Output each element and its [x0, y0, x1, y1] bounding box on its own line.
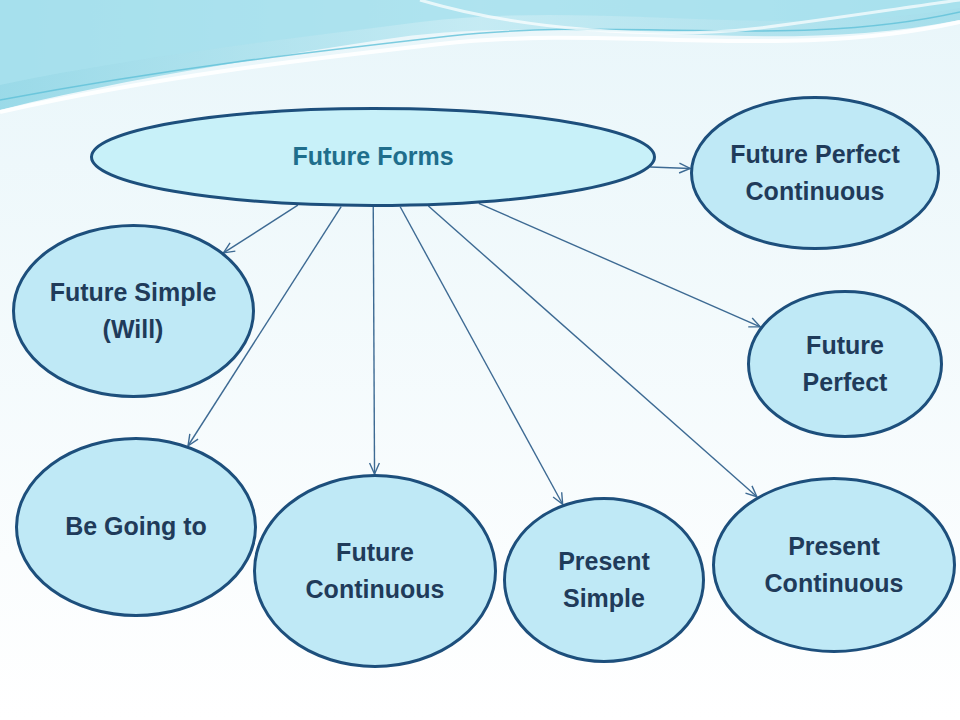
arrow-head: [188, 434, 198, 446]
arrow-connector: [428, 206, 757, 497]
arrow-connector: [650, 163, 690, 173]
connector-line: [428, 206, 757, 497]
node-label: Be Going to: [65, 508, 207, 546]
text-holder: Future Forms: [292, 138, 453, 176]
arrow-head: [223, 243, 235, 253]
text-holder: Future Perfect Continuous: [723, 136, 908, 211]
oval-title: Future Forms: [90, 107, 656, 207]
node-label: Future Simple (Will): [43, 274, 223, 349]
node-label: Future Continuous: [285, 534, 466, 609]
arrow-head: [553, 492, 563, 504]
connector-line: [373, 207, 374, 474]
text-holder: Present Simple: [530, 543, 679, 618]
form-circle: Future Continuous: [253, 474, 497, 668]
node-label: Present Simple: [530, 543, 679, 618]
text-holder: Future Perfect: [775, 327, 916, 402]
connector-line: [223, 205, 297, 253]
form-circle: Future Simple (Will): [12, 224, 255, 398]
node-label: Future Perfect: [775, 327, 916, 402]
arrow-head: [748, 318, 760, 327]
arrow-head: [370, 463, 380, 474]
text-holder: Be Going to: [65, 508, 207, 546]
ellipse-outline: [747, 290, 943, 438]
form-circle: Present Simple: [503, 497, 705, 663]
node-label: Future Forms: [292, 138, 453, 176]
node-label: Present Continuous: [744, 528, 925, 603]
ellipse-outline: [503, 497, 705, 663]
arrow-connector: [479, 203, 761, 327]
ellipse-outline: [690, 96, 940, 250]
form-circle: Future Perfect Continuous: [690, 96, 940, 250]
node-label: Future Perfect Continuous: [723, 136, 908, 211]
form-circle: Present Continuous: [712, 477, 956, 653]
form-circle: Future Perfect: [747, 290, 943, 438]
arrow-head: [679, 163, 690, 173]
text-holder: Present Continuous: [744, 528, 925, 603]
connector-line: [650, 167, 690, 168]
arrow-connector: [223, 205, 297, 253]
ellipse-outline: [253, 474, 497, 668]
text-holder: Future Continuous: [285, 534, 466, 609]
arrow-connector: [400, 207, 562, 505]
connector-line: [400, 207, 562, 505]
arrow-connector: [370, 207, 380, 474]
connector-line: [479, 203, 761, 326]
ellipse-outline: [712, 477, 956, 653]
form-circle: Be Going to: [15, 437, 257, 617]
arrow-head: [745, 486, 756, 497]
ellipse-outline: [12, 224, 255, 398]
text-holder: Future Simple (Will): [43, 274, 223, 349]
